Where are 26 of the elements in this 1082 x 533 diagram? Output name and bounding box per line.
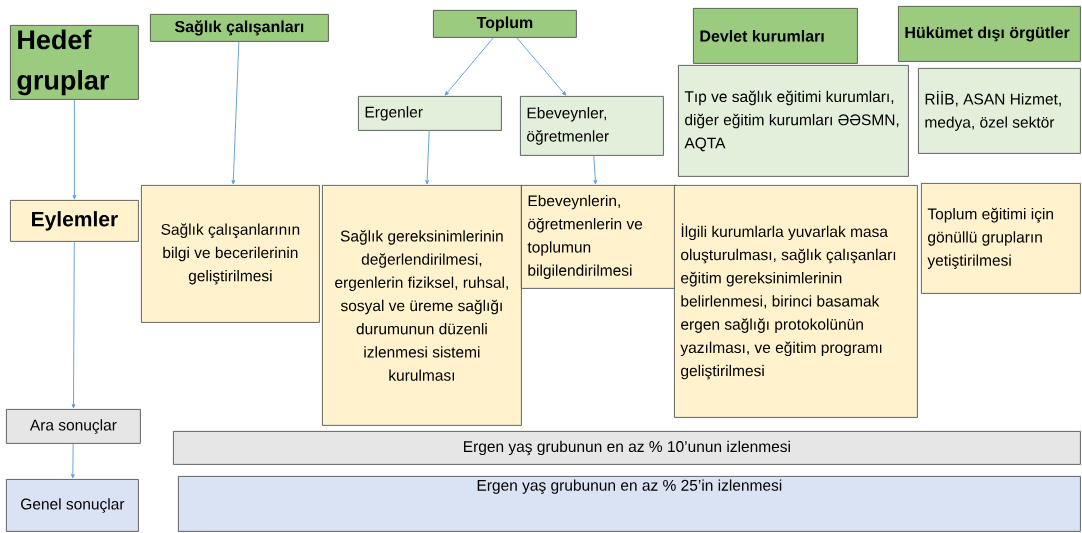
action-box: İlgili kurumlarla yuvarlak masa oluşturulması, sağlık çalışanları eğitim gereksinimlerinin belirlenmesi, birinci basamak ergen sağlığı protokolünün yazılması, ve eğitim programı geliştirilmesi xyxy=(674,185,918,418)
subgroup-box: Ebeveynler, öğretmenler xyxy=(520,96,664,156)
arrow xyxy=(71,241,76,409)
group-box: Hükümet dışı örgütler xyxy=(898,6,1081,62)
arrow xyxy=(425,130,430,185)
subgroup-box: RİİB, ASAN Hizmet, medya, özel sektör xyxy=(918,68,1081,154)
action-box: Toplum eğitimi için gönüllü grupların yetiştirilmesi xyxy=(921,183,1081,294)
arrow xyxy=(72,99,77,200)
group-box: Toplum xyxy=(433,10,577,38)
subgroup-box: Tıp ve sağlık eğitimi kurumları, diğer eğitim kurumları ƏƏSMN, AQTA xyxy=(678,65,909,177)
arrow xyxy=(593,155,598,185)
action-box: Sağlık çalışanlarının bilgi ve becerilerinin geliştirilmesi xyxy=(141,185,320,323)
row-label-box: Genel sonuçlar xyxy=(6,479,139,532)
row-label-box: Ara sonuçlar xyxy=(6,409,141,444)
arrow xyxy=(231,41,240,185)
subgroup-box: Ergenler xyxy=(358,96,502,131)
arrow xyxy=(70,443,75,479)
group-box: Devlet kurumları xyxy=(693,8,858,64)
arrow xyxy=(516,37,567,96)
result-band: Ergen yaş grubunun en az % 10’unun izlenmesi xyxy=(173,431,1081,465)
action-box: Ebeveynlerin, öğretmenlerin ve toplumun bilgilendirilmesi xyxy=(521,185,677,289)
arrow xyxy=(444,37,494,96)
group-box: Hedef gruplar xyxy=(10,25,139,100)
group-box: Sağlık çalışanları xyxy=(150,14,329,42)
result-band: Ergen yaş grubunun en az % 25’in izlenmesi xyxy=(178,476,1081,532)
row-label-box: Eylemler xyxy=(10,200,139,242)
